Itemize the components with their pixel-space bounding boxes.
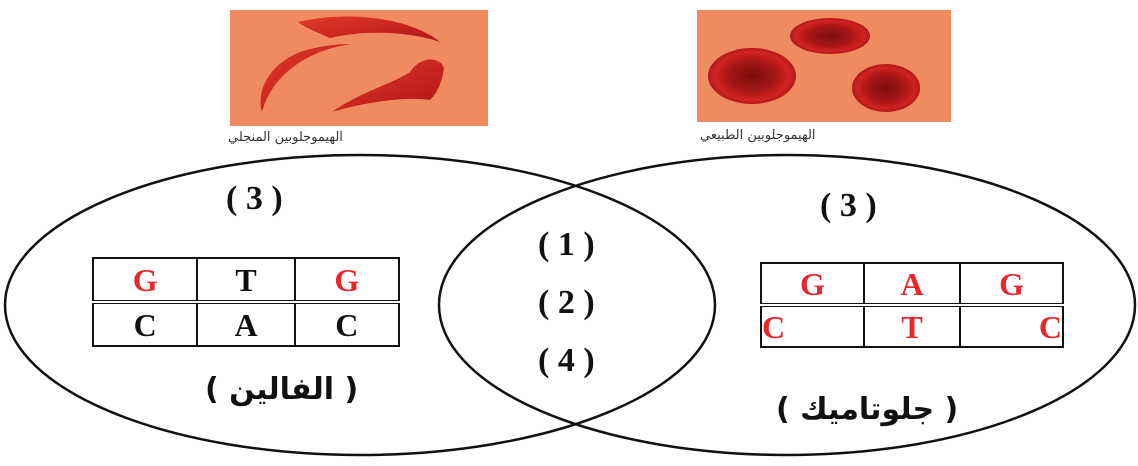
left-cell-bottom-1: C <box>91 301 199 347</box>
left-table-row-top: G T G <box>91 257 401 304</box>
normal-image-caption: الهيموجلوبين الطبيعي <box>700 128 816 143</box>
sickle-image-caption: الهيموجلوبين المنجلي <box>228 130 343 145</box>
valine-label: ( الفالين ) <box>205 372 359 407</box>
left-top-label: ( 3 ) <box>226 180 283 217</box>
red-blood-cell-3 <box>852 64 920 112</box>
sickle-cell-1 <box>298 16 440 42</box>
right-cell-bottom-2: T <box>862 304 962 348</box>
red-blood-cell-2 <box>708 48 796 104</box>
left-cell-top-1: G <box>91 257 199 304</box>
left-table-row-bottom: C A C <box>91 301 401 347</box>
sickle-cell-3 <box>332 59 444 112</box>
left-cell-bottom-3: C <box>293 301 401 347</box>
right-cell-bottom-1: C <box>760 304 865 348</box>
normal-cell-image <box>697 10 951 122</box>
red-blood-cell-1 <box>790 18 870 54</box>
right-top-label: ( 3 ) <box>820 187 877 224</box>
right-codon-table: G A G C T C <box>760 262 1064 348</box>
sickle-cell-2 <box>260 44 352 112</box>
left-cell-bottom-2: A <box>196 301 296 347</box>
intersection-label-2: ( 2 ) <box>538 284 595 321</box>
left-codon-table: G T G C A C <box>91 257 401 347</box>
glutamic-label: ( جلوتاميك ) <box>776 392 959 427</box>
right-cell-bottom-3: C <box>959 304 1064 348</box>
right-cell-top-1: G <box>760 262 865 307</box>
right-cell-top-3: G <box>959 262 1064 307</box>
intersection-label-3: ( 4 ) <box>538 342 595 379</box>
right-table-row-bottom: C T C <box>760 304 1064 348</box>
intersection-label-1: ( 1 ) <box>538 226 595 263</box>
right-table-row-top: G A G <box>760 262 1064 307</box>
right-cell-top-2: A <box>862 262 962 307</box>
left-ellipse <box>3 153 717 457</box>
right-ellipse <box>437 153 1137 457</box>
sickle-cell-image <box>230 10 488 126</box>
left-cell-top-3: G <box>293 257 401 304</box>
left-cell-top-2: T <box>196 257 296 304</box>
